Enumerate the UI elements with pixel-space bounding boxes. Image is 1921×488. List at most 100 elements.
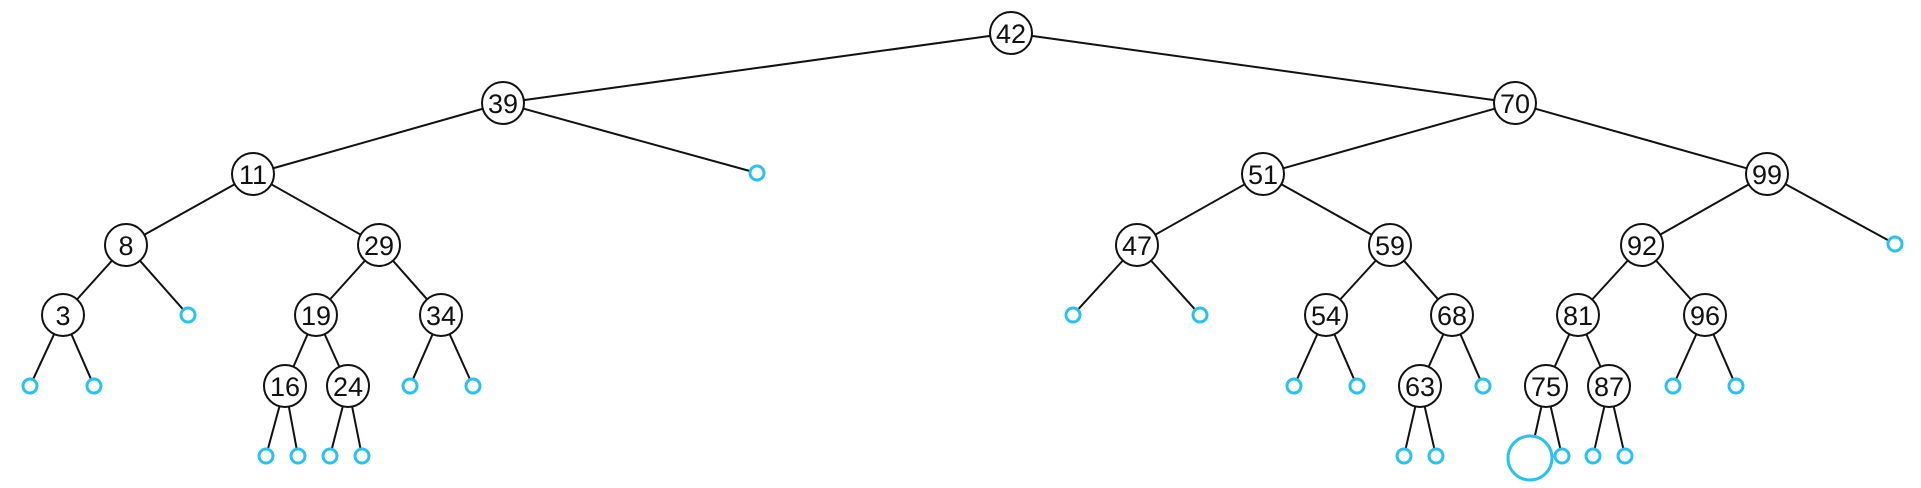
leaf-circle [353, 447, 371, 465]
leaf-circle [85, 377, 103, 395]
null-leaf [401, 377, 419, 395]
edge-n19-n16 [292, 333, 309, 368]
edge-n92-n81 [1591, 259, 1629, 301]
edge-n42-n39 [523, 34, 991, 102]
leaf-circle [257, 447, 275, 465]
edge-n51-n59 [1280, 183, 1373, 236]
node-circle [989, 11, 1033, 55]
node-key: 63 [1405, 372, 1435, 402]
edge-n11-n8 [143, 183, 236, 236]
leaf-circle [1553, 447, 1571, 465]
null-leaf [1664, 377, 1682, 395]
node-circle [1304, 293, 1348, 337]
leaf-circle [1191, 306, 1209, 324]
leaf-circle [1886, 235, 1904, 253]
highlighted-leaf-circle [1506, 434, 1554, 482]
tree-node-87: 87 [1587, 364, 1631, 408]
null-leaf [85, 377, 103, 395]
tree-node-19: 19 [294, 293, 338, 337]
edge-n59-n68 [1403, 260, 1439, 300]
node-circle [1556, 293, 1600, 337]
tree-node-47: 47 [1115, 223, 1159, 267]
null-leaf [1553, 447, 1571, 465]
edge-n16-l16r [287, 406, 298, 450]
edge-n24-l24r [351, 406, 362, 450]
node-key: 51 [1248, 160, 1278, 190]
null-leaf [289, 447, 307, 465]
tree-node-70: 70 [1493, 81, 1537, 125]
edge-n29-n34 [392, 260, 428, 300]
edge-n75-l75r [1549, 406, 1562, 450]
tree-node-8: 8 [104, 223, 148, 267]
leaf-circle [1348, 377, 1366, 395]
edge-n19-n24 [323, 333, 341, 368]
null-leaf [257, 447, 275, 465]
null-leaf [1427, 447, 1445, 465]
edge-n99-l99r [1784, 183, 1890, 242]
leaf-circle [748, 164, 766, 182]
edge-n81-n87 [1585, 333, 1602, 368]
leaf-circle [289, 447, 307, 465]
node-key: 92 [1627, 231, 1657, 261]
node-key: 3 [55, 301, 70, 331]
null-leaf [464, 377, 482, 395]
edge-n63-l63l [1404, 406, 1417, 450]
node-circle [294, 293, 338, 337]
edge-n3-l3r [70, 333, 93, 380]
node-key: 70 [1500, 89, 1530, 119]
tree-node-59: 59 [1368, 223, 1412, 267]
tree-node-11: 11 [231, 152, 275, 196]
edge-n42-n70 [1031, 34, 1495, 102]
null-leaf [1285, 377, 1303, 395]
null-leaf [1886, 235, 1904, 253]
node-key: 8 [118, 231, 133, 261]
node-circle [326, 364, 370, 408]
edge-n96-l96r [1712, 333, 1735, 380]
edge-n59-n54 [1339, 259, 1377, 301]
tree-node-54: 54 [1304, 293, 1348, 337]
leaf-circle [1395, 447, 1413, 465]
tree-edges [32, 34, 1890, 450]
node-key: 19 [301, 301, 331, 331]
null-leaf [1474, 377, 1492, 395]
null-leaf [353, 447, 371, 465]
node-circle [1368, 223, 1412, 267]
node-key: 29 [364, 231, 394, 261]
edge-n11-n29 [270, 183, 362, 236]
edge-n16-l16l [266, 406, 281, 450]
tree-node-68: 68 [1430, 293, 1474, 337]
node-circle [1398, 364, 1442, 408]
null-leaf [1064, 306, 1082, 324]
node-circle [1524, 364, 1568, 408]
node-key: 68 [1437, 301, 1467, 331]
null-leaf [179, 306, 197, 324]
node-circle [1430, 293, 1474, 337]
null-leaf [748, 164, 766, 182]
edge-n39-n11 [272, 107, 484, 170]
node-circle [1493, 81, 1537, 125]
node-key: 75 [1531, 372, 1561, 402]
tree-node-3: 3 [41, 293, 85, 337]
null-leaf [1191, 306, 1209, 324]
edge-n54-l54r [1333, 333, 1356, 380]
edge-n8-l8r [139, 260, 185, 311]
node-key: 96 [1690, 301, 1720, 331]
tree-node-92: 92 [1620, 223, 1664, 267]
edge-n99-n92 [1659, 183, 1750, 236]
node-circle [41, 293, 85, 337]
node-circle [1683, 293, 1727, 337]
edge-n47-l47r [1150, 259, 1197, 311]
node-key: 24 [333, 372, 363, 402]
leaf-circle [1664, 377, 1682, 395]
node-circle [357, 223, 401, 267]
edge-n96-l96l [1674, 333, 1698, 381]
edge-n70-n99 [1534, 107, 1748, 170]
null-leaf [321, 447, 339, 465]
node-circle [231, 152, 275, 196]
node-circle [1745, 152, 1789, 196]
edge-n92-n96 [1655, 259, 1692, 301]
node-circle [1115, 223, 1159, 267]
leaf-circle [1616, 447, 1634, 465]
